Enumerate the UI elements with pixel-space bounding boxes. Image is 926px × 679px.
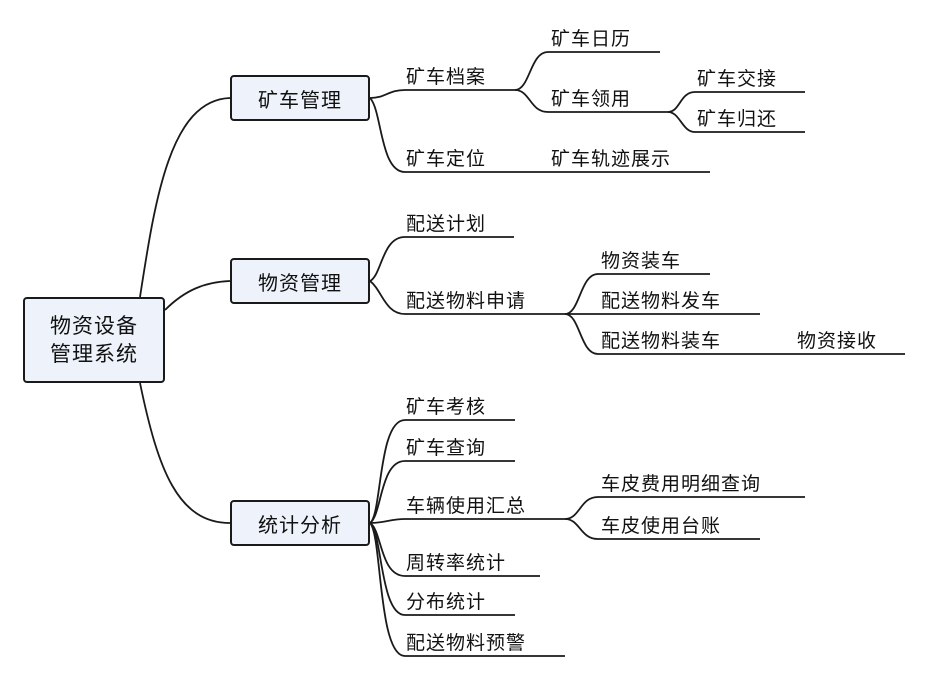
topic-distribution-statistics[interactable]: 分布统计 (406, 591, 487, 613)
topic-turnover-statistics[interactable]: 周转率统计 (406, 552, 507, 574)
edge-root-mine-car (139, 97, 231, 298)
edge-root-stats (139, 382, 231, 524)
edge-material-apply (369, 280, 565, 315)
edge-use-handover (667, 91, 805, 113)
topic-mine-car-use[interactable]: 矿车领用 (551, 88, 632, 110)
topic-mine-car-locate[interactable]: 矿车定位 (406, 148, 487, 170)
node-mine-car-management[interactable]: 矿车管理 (230, 75, 370, 121)
edge-archive-calendar (514, 51, 660, 91)
topic-delivery-material-apply[interactable]: 配送物料申请 (406, 290, 527, 312)
topic-mine-car-query[interactable]: 矿车查询 (406, 437, 487, 459)
topic-wagon-usage-ledger[interactable]: 车皮使用台账 (601, 515, 722, 537)
edge-apply-load (564, 273, 710, 315)
edge-minecar-archive (369, 89, 515, 99)
topic-mine-car-assessment[interactable]: 矿车考核 (406, 396, 487, 418)
edge-stats-warning (369, 522, 565, 657)
topic-mine-car-track[interactable]: 矿车轨迹展示 (551, 148, 672, 170)
topic-wagon-cost-detail-query[interactable]: 车皮费用明细查询 (601, 473, 762, 495)
edge-stats-query (369, 460, 515, 524)
topic-delivery-loading[interactable]: 配送物料装车 (601, 330, 722, 352)
edge-apply-ship (564, 313, 905, 355)
root-label-line1: 物资设备 (50, 314, 138, 338)
node-label: 物资管理 (258, 270, 342, 295)
edge-summary-cost (564, 496, 805, 520)
node-material-management[interactable]: 物资管理 (230, 258, 370, 304)
edge-stats-assess (369, 419, 515, 524)
topic-mine-car-calendar[interactable]: 矿车日历 (551, 28, 632, 50)
topic-delivery-dispatch[interactable]: 配送物料发车 (601, 290, 722, 312)
topic-material-loading[interactable]: 物资装车 (601, 250, 682, 272)
topic-mine-car-return[interactable]: 矿车归还 (697, 108, 778, 130)
root-label-line2: 管理系统 (50, 342, 138, 366)
edge-root-material (164, 280, 231, 311)
node-label: 统计分析 (258, 512, 342, 537)
topic-mine-car-handover[interactable]: 矿车交接 (697, 68, 778, 90)
topic-vehicle-usage-summary[interactable]: 车辆使用汇总 (406, 495, 527, 517)
topic-material-receive[interactable]: 物资接收 (797, 330, 878, 352)
topic-delivery-plan[interactable]: 配送计划 (406, 213, 487, 235)
root-node[interactable]: 物资设备 管理系统 (23, 297, 165, 383)
edge-minecar-locate (369, 97, 710, 173)
topic-mine-car-archive[interactable]: 矿车档案 (406, 66, 487, 88)
edge-use-return (667, 111, 805, 133)
topic-delivery-material-warning[interactable]: 配送物料预警 (406, 632, 527, 654)
node-statistics-analysis[interactable]: 统计分析 (230, 500, 370, 546)
node-label: 矿车管理 (258, 87, 342, 112)
edge-material-plan (369, 236, 514, 282)
edge-stats-summary (369, 518, 565, 524)
edge-summary-ledger (564, 518, 760, 540)
edge-archive-use (514, 89, 668, 113)
